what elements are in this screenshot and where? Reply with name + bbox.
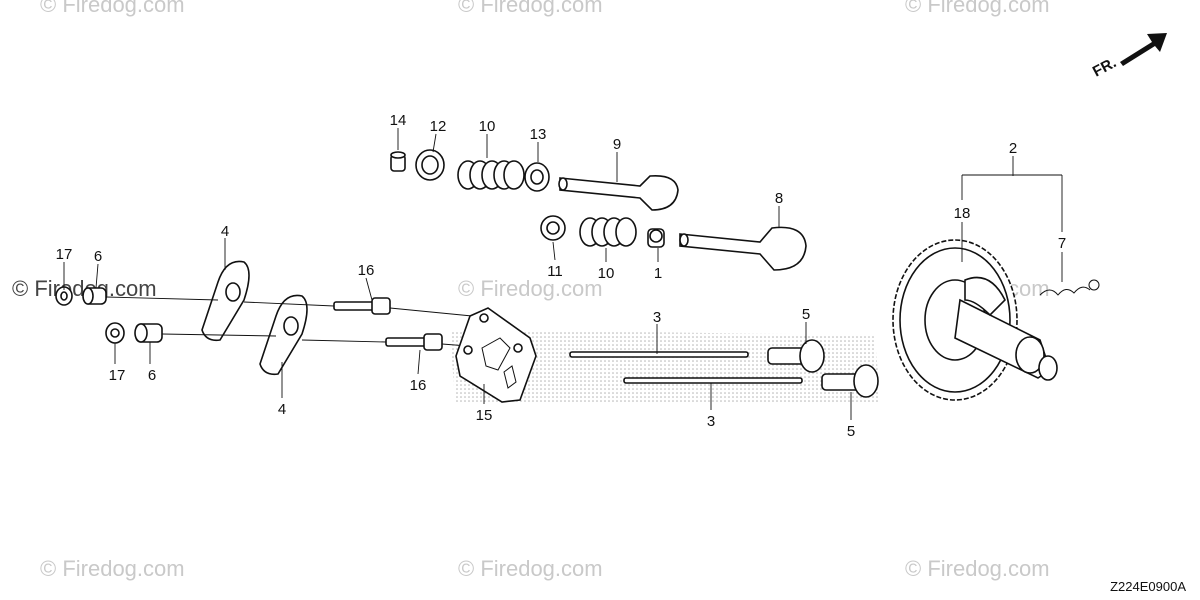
part-5-tappet-upper xyxy=(767,339,825,373)
label-5-lower: 5 xyxy=(847,423,855,440)
part-15-pushrod-guide-plate xyxy=(455,307,537,403)
label-3-upper: 3 xyxy=(653,309,661,326)
part-1-valve-cotter xyxy=(647,228,665,248)
part-12-spring-retainer xyxy=(415,149,445,181)
front-label: FR. xyxy=(1090,54,1119,80)
assembly-line-5 xyxy=(389,307,473,317)
part-13-valve-rotator xyxy=(524,162,550,192)
part-9-valve-exhaust xyxy=(558,174,679,211)
label-9: 9 xyxy=(613,136,621,153)
part-5-tappet-lower xyxy=(821,364,879,398)
assembly-line-4 xyxy=(301,339,387,343)
label-3-lower: 3 xyxy=(707,413,715,430)
part-3-pushrod-upper xyxy=(569,351,749,358)
watermark-bottom-left: © Firedog.com xyxy=(40,556,185,581)
watermark-bottom-right: © Firedog.com xyxy=(905,556,1050,581)
part-4-rocker-arm-upper xyxy=(201,260,250,342)
watermark-top-left: © Firedog.com xyxy=(40,0,185,17)
label-2: 2 xyxy=(1009,140,1017,157)
label-6-upper: 6 xyxy=(94,248,102,265)
part-17-nut-lower xyxy=(105,322,125,344)
label-12: 12 xyxy=(430,118,447,135)
part-18-camshaft-gear xyxy=(892,239,1058,401)
watermark-top-center: © Firedog.com xyxy=(458,0,603,17)
label-10-lower: 10 xyxy=(598,265,615,282)
part-6-pivot-lower xyxy=(134,323,163,343)
label-16-lower: 16 xyxy=(410,377,427,394)
part-6-pivot-upper xyxy=(82,287,107,305)
label-1: 1 xyxy=(654,265,662,282)
label-4-upper: 4 xyxy=(221,223,229,240)
watermark-top-right: © Firedog.com xyxy=(905,0,1050,17)
label-17-lower: 17 xyxy=(109,367,126,384)
label-15: 15 xyxy=(476,407,493,424)
label-18: 18 xyxy=(954,205,971,222)
label-6-lower: 6 xyxy=(148,367,156,384)
part-10-valve-spring-upper xyxy=(457,160,525,190)
watermark-bottom-center: © Firedog.com xyxy=(458,556,603,581)
part-16-rocker-stud-upper xyxy=(333,297,391,315)
label-11: 11 xyxy=(547,263,563,280)
part-3-pushrod-lower xyxy=(623,377,803,384)
assembly-line-3 xyxy=(243,301,335,307)
label-4-lower: 4 xyxy=(278,401,286,418)
watermark-mid-center: © Firedog.com xyxy=(458,276,603,301)
diagram-code: Z224E0900A xyxy=(1110,579,1186,594)
part-11-valve-stem-seal xyxy=(540,215,566,241)
front-direction-arrow: FR. xyxy=(1090,33,1167,81)
part-8-valve-intake xyxy=(679,226,807,271)
part-labels: 14 12 10 13 9 8 11 10 1 2 18 7 4 4 17 6 … xyxy=(56,112,1067,440)
label-16-upper: 16 xyxy=(358,262,375,279)
part-16-rocker-stud-lower xyxy=(385,333,443,351)
label-17-upper: 17 xyxy=(56,246,73,263)
part-7-decompressor-spring xyxy=(1039,279,1100,296)
label-7: 7 xyxy=(1058,235,1066,252)
assembly-line-1 xyxy=(105,296,219,301)
label-14: 14 xyxy=(390,112,407,129)
part-17-nut-upper xyxy=(55,286,73,306)
part-4-rocker-arm-lower xyxy=(259,294,308,376)
assembly-line-2 xyxy=(161,333,277,337)
label-13: 13 xyxy=(530,126,547,143)
label-5-upper: 5 xyxy=(802,306,810,323)
label-10-upper: 10 xyxy=(479,118,496,135)
part-14-valve-cap xyxy=(390,151,406,172)
leader-lines xyxy=(63,128,1063,420)
label-8: 8 xyxy=(775,190,783,207)
part-10-valve-spring-lower xyxy=(579,217,637,247)
